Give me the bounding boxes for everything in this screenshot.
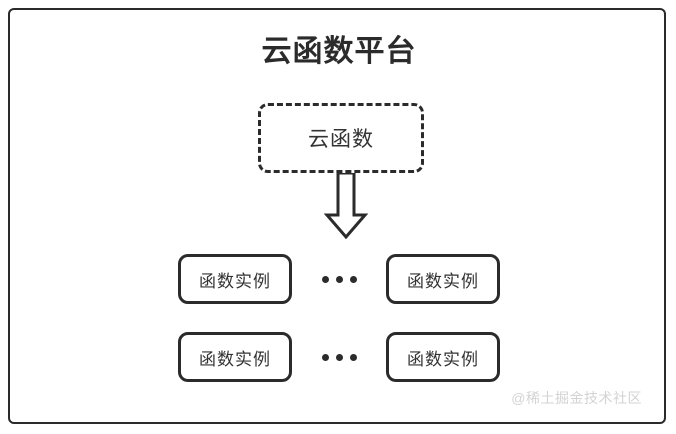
cloud-function-node-label: 云函数 [308,128,374,151]
instance-row-1: 函数实例 函数实例 [10,254,668,304]
page-title: 云函数平台 [261,35,417,68]
function-instance-box: 函数实例 [178,332,292,382]
ellipsis-dot [321,353,329,361]
ellipsis-icon [292,254,386,304]
function-instance-box: 函数实例 [178,254,292,304]
cloud-function-platform-frame: 云函数平台 云函数 函数实例 函数实例 函数实例 [8,8,666,424]
ellipsis-dot [321,275,329,283]
function-instance-label: 函数实例 [199,349,271,369]
instance-row-2: 函数实例 函数实例 [10,332,668,382]
function-instance-label: 函数实例 [407,271,479,291]
function-instance-box: 函数实例 [386,254,500,304]
down-block-arrow-icon [323,171,369,240]
function-instance-label: 函数实例 [407,349,479,369]
function-instance-box: 函数实例 [386,332,500,382]
ellipsis-dot [335,275,343,283]
watermark: @稀土掘金技术社区 [511,390,642,406]
ellipsis-icon [292,332,386,382]
cloud-function-node: 云函数 [258,103,424,173]
ellipsis-dot [349,275,357,283]
function-instance-label: 函数实例 [199,271,271,291]
ellipsis-dot [349,353,357,361]
ellipsis-dot [335,353,343,361]
